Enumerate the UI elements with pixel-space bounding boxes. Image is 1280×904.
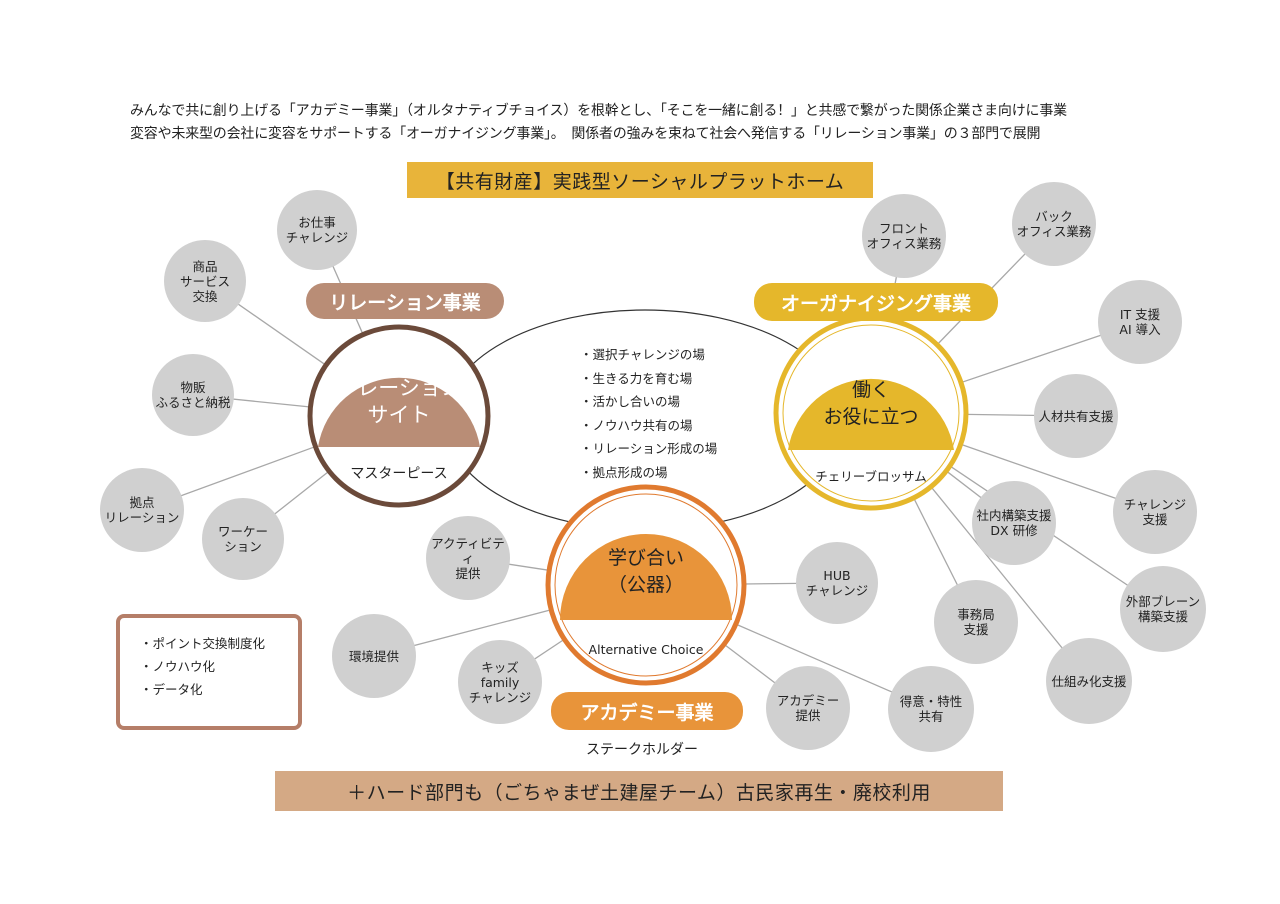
center-list-item: リレーション形成の場 bbox=[580, 437, 718, 461]
satellite-academy-2: 環境提供 bbox=[332, 614, 416, 698]
top-banner: 【共有財産】実践型ソーシャルプラットホーム bbox=[407, 162, 873, 198]
hub-relation-fill bbox=[318, 377, 480, 447]
intro-line-2: 変容や未来型の会社に変容をサポートする「オーガナイジング事業」。 関係者の強みを… bbox=[130, 126, 1041, 142]
pill-academy: アカデミー事業 bbox=[551, 692, 743, 730]
hub-academy-fill bbox=[560, 534, 732, 620]
satellite-organizing-1: バック オフィス業務 bbox=[1012, 182, 1096, 266]
satellite-relation-3: 拠点 リレーション bbox=[100, 468, 184, 552]
satellite-academy-1: HUB チャレンジ bbox=[796, 542, 878, 624]
satellite-academy-4: アカデミー 提供 bbox=[766, 666, 850, 750]
center-list-item: ノウハウ共有の場 bbox=[580, 414, 717, 438]
satellite-organizing-3: 人材共有支援 bbox=[1034, 374, 1118, 458]
hub-organizing-subtitle: チェリーブロッサム bbox=[815, 469, 927, 484]
note-box-item: ノウハウ化 bbox=[140, 655, 298, 678]
satellite-organizing-0: フロント オフィス業務 bbox=[862, 194, 946, 278]
note-box-list: ポイント交換制度化 ノウハウ化 データ化 bbox=[140, 632, 298, 701]
satellite-organizing-5: 社内構築支援 DX 研修 bbox=[972, 481, 1056, 565]
intro-line-1: みんなで共に創り上げる「アカデミー事業」（オルタナティブチョイス）を根幹とし、「… bbox=[130, 103, 1067, 119]
center-list: 選択チャレンジの場 生きる力を育む場 活かし合いの場 ノウハウ共有の場 リレーシ… bbox=[580, 343, 718, 485]
hub-academy-inner-ring bbox=[554, 493, 738, 677]
hub-organizing bbox=[773, 315, 969, 511]
center-list-item: 拠点形成の場 bbox=[580, 461, 717, 485]
satellite-organizing-4: チャレンジ 支援 bbox=[1113, 470, 1197, 554]
hub-organizing-title: 働く お役に立つ bbox=[823, 379, 919, 428]
satellite-academy-3: キッズ family チャレンジ bbox=[458, 640, 542, 724]
stakeholder-caption: ステークホルダー bbox=[586, 742, 698, 758]
hub-relation-title: リレーション サイト bbox=[336, 376, 462, 427]
satellite-organizing-8: 仕組み化支援 bbox=[1046, 638, 1132, 724]
center-list-item: 生きる力を育む場 bbox=[580, 367, 717, 391]
satellite-relation-4: ワーケー ション bbox=[202, 498, 284, 580]
center-list-item: 選択チャレンジの場 bbox=[580, 343, 717, 367]
hub-academy-title: 学び合い （公器） bbox=[607, 547, 684, 596]
center-list-item: 活かし合いの場 bbox=[580, 390, 717, 414]
satellite-relation-2: 物販 ふるさと納税 bbox=[152, 354, 234, 436]
hub-organizing-fill bbox=[788, 378, 954, 450]
satellite-organizing-7: 事務局 支援 bbox=[934, 580, 1018, 664]
note-box: ポイント交換制度化 ノウハウ化 データ化 bbox=[116, 614, 302, 730]
note-box-item: データ化 bbox=[140, 678, 298, 701]
bottom-banner: ＋ハード部門も（ごちゃまぜ土建屋チーム）古民家再生・廃校利用 bbox=[275, 771, 1003, 811]
satellite-organizing-2: IT 支援 AI 導入 bbox=[1098, 280, 1182, 364]
pill-organizing: オーガナイジング事業 bbox=[754, 283, 998, 321]
hub-organizing-inner-ring bbox=[782, 324, 960, 502]
satellite-organizing-6: 外部ブレーン 構築支援 bbox=[1120, 566, 1206, 652]
satellite-academy-0: アクティビティ 提供 bbox=[426, 516, 510, 600]
pill-relation: リレーション事業 bbox=[306, 283, 504, 319]
satellite-academy-5: 得意・特性 共有 bbox=[888, 666, 974, 752]
hub-academy bbox=[545, 484, 747, 686]
satellite-relation-0: お仕事 チャレンジ bbox=[277, 190, 357, 270]
hub-academy-subtitle: Alternative Choice bbox=[588, 642, 704, 657]
note-box-item: ポイント交換制度化 bbox=[140, 632, 298, 655]
hub-relation-subtitle: マスターピース bbox=[350, 466, 448, 482]
satellite-relation-1: 商品 サービス 交換 bbox=[164, 240, 246, 322]
hub-relation bbox=[307, 324, 491, 508]
